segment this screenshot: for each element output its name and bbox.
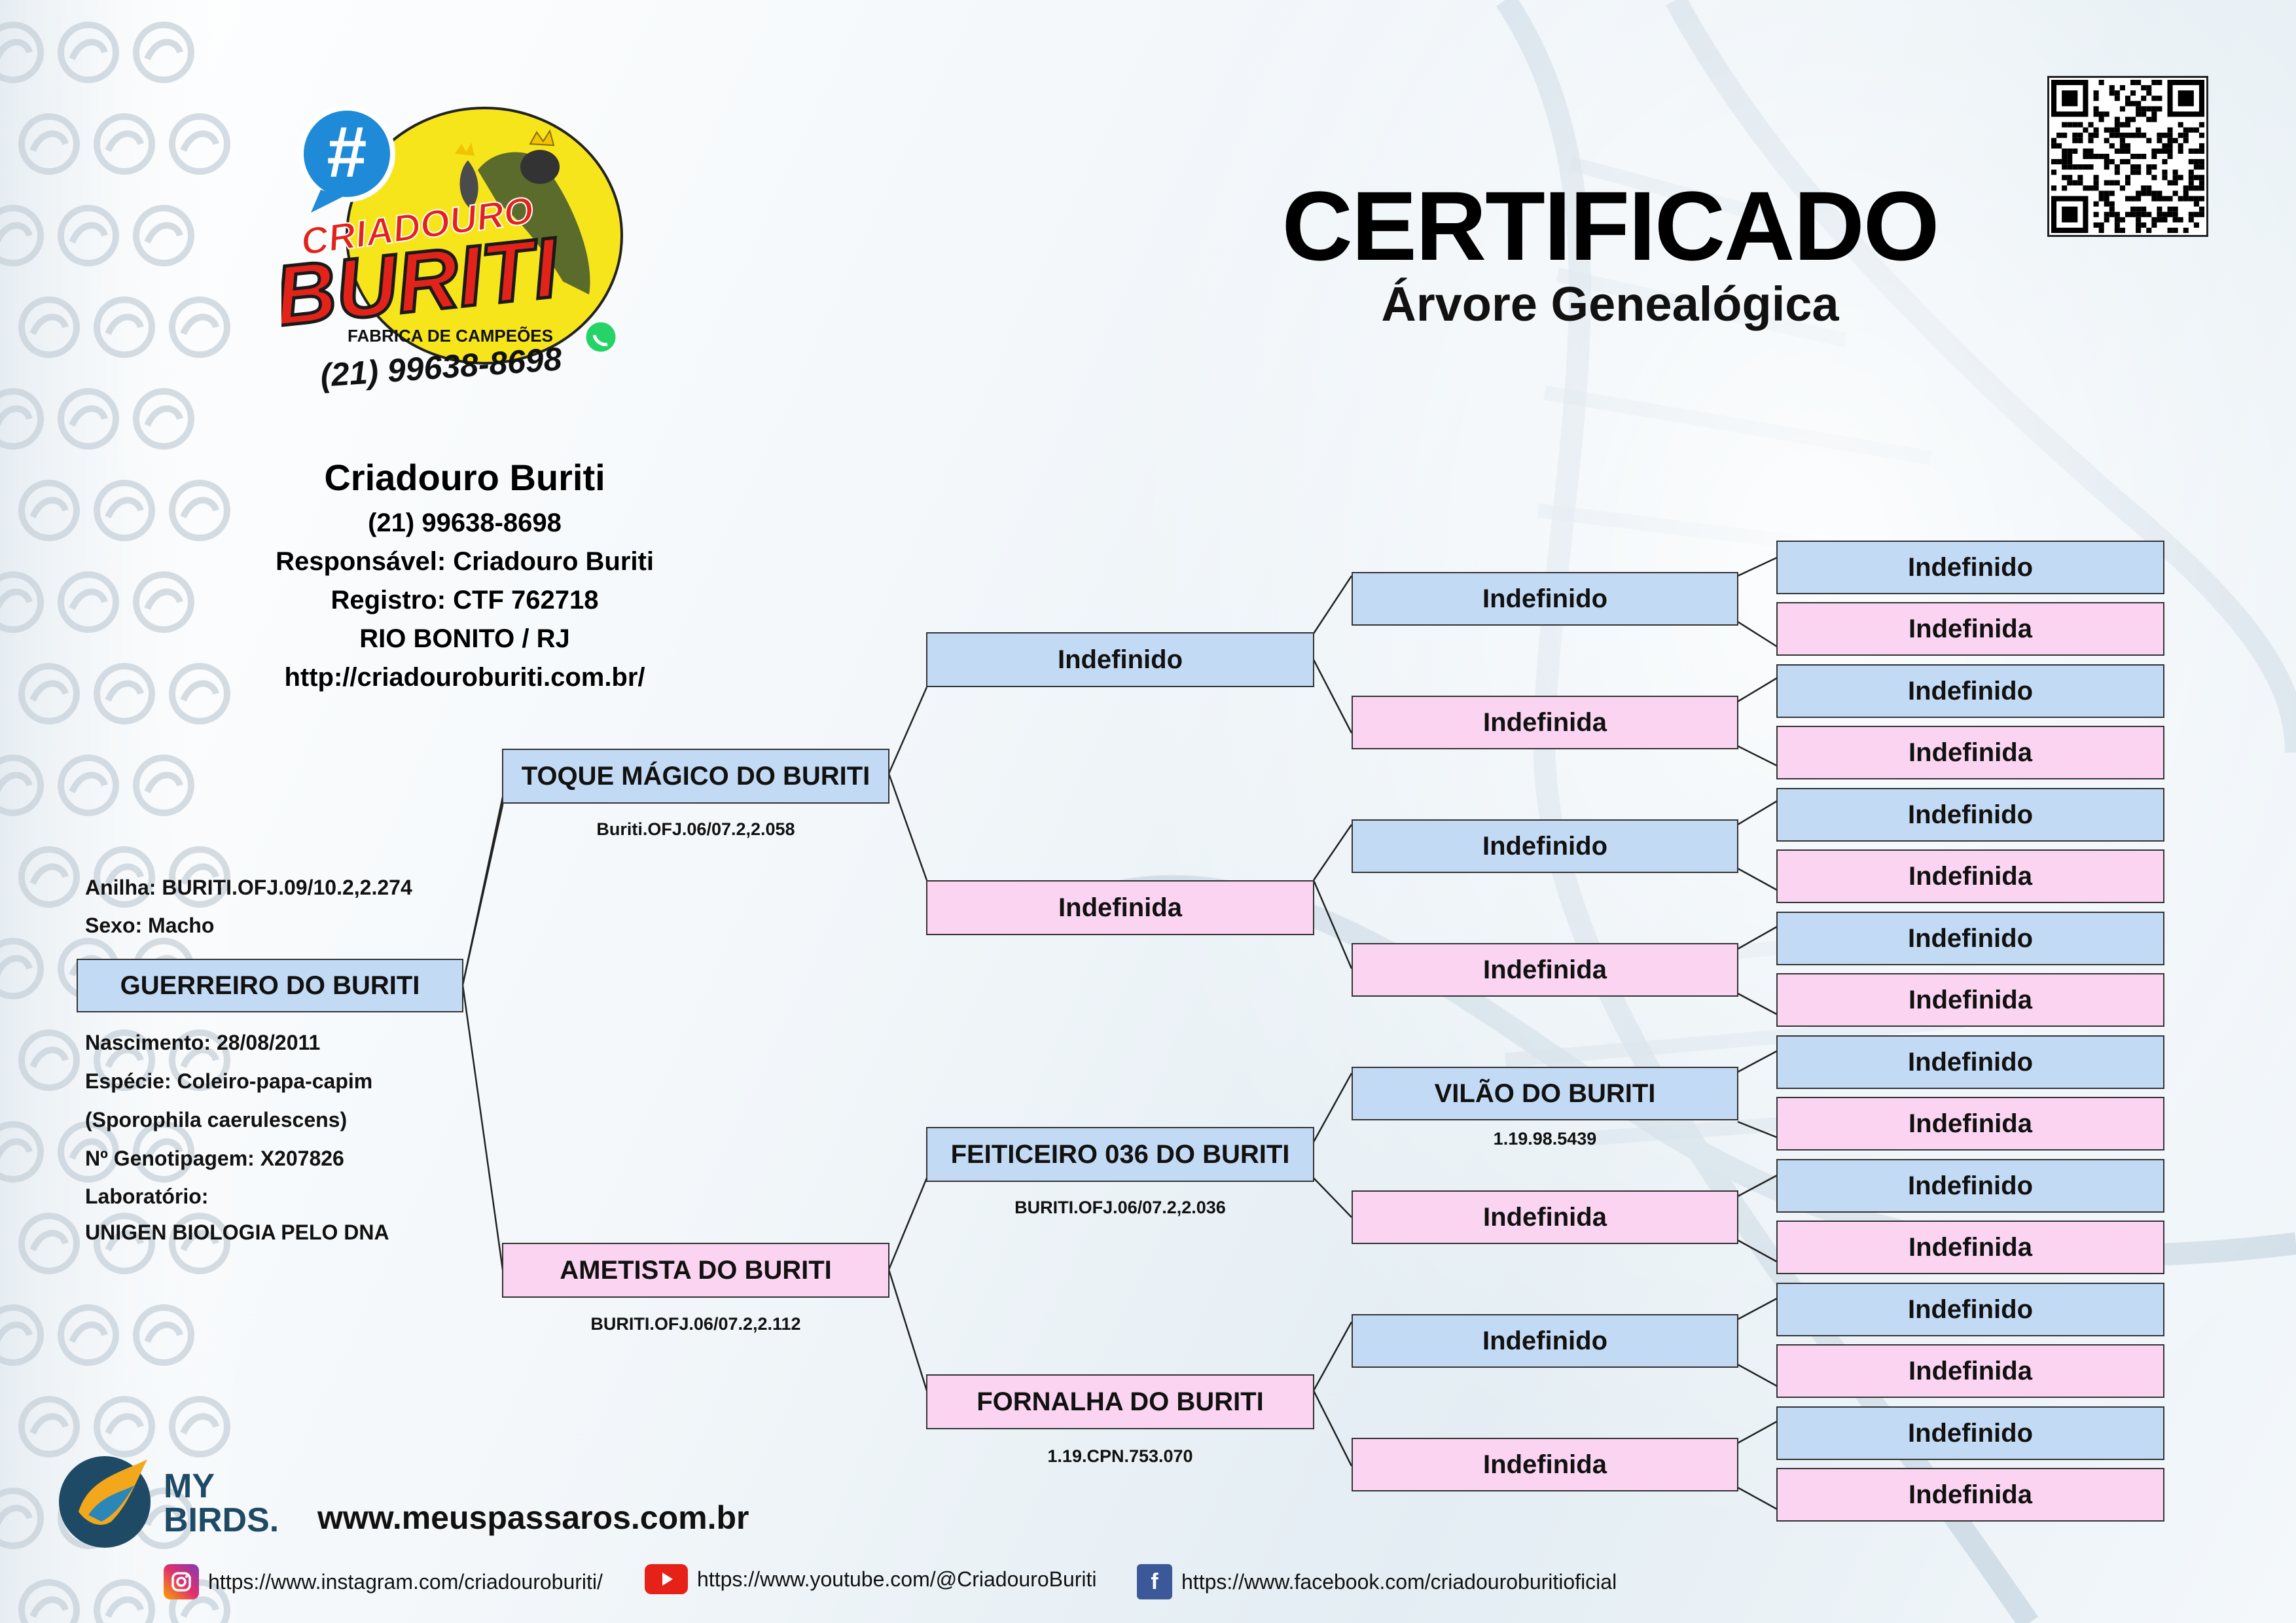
- bird-lab: UNIGEN BIOLOGIA PELO DNA: [85, 1221, 389, 1244]
- gggp-11-box[interactable]: Indefinido: [1776, 1159, 2164, 1213]
- breeder-responsible: Responsável: Criadouro Buriti: [276, 547, 654, 576]
- bird-species-scientific: (Sporophila caerulescens): [85, 1108, 348, 1132]
- parent-father-ring: Buriti.OFJ.06/07.2,2.058: [596, 819, 795, 839]
- gggp-15-box[interactable]: Indefinido: [1776, 1406, 2164, 1460]
- ggp-5-ring: 1.19.98.5439: [1493, 1129, 1597, 1149]
- gggp-13-box[interactable]: Indefinido: [1776, 1283, 2164, 1336]
- grandparent-4-ring: 1.19.CPN.753.070: [1047, 1446, 1193, 1466]
- instagram-link[interactable]: https://www.instagram.com/criadouroburit…: [164, 1564, 603, 1599]
- instagram-url: https://www.instagram.com/criadouroburit…: [208, 1569, 603, 1594]
- ggp-1-box[interactable]: Indefinido: [1352, 572, 1738, 626]
- parent-father-box[interactable]: TOQUE MÁGICO DO BURITI: [502, 749, 889, 804]
- gggp-6-box[interactable]: Indefinida: [1776, 849, 2164, 903]
- mybirds-logo: MY BIRDS.: [59, 1456, 279, 1548]
- logo-phone: (21) 99638-8698: [319, 340, 563, 394]
- whatsapp-icon: [584, 320, 618, 354]
- bird-lab-label: Laboratório:: [85, 1185, 209, 1208]
- gggp-8-box[interactable]: Indefinida: [1776, 973, 2164, 1027]
- grandparent-2-box[interactable]: Indefinida: [926, 880, 1314, 935]
- youtube-icon: [645, 1564, 688, 1594]
- facebook-url: https://www.facebook.com/criadouroburiti…: [1181, 1569, 1617, 1594]
- bird-species: Espécie: Coleiro-papa-capim: [85, 1069, 373, 1093]
- grandparent-4-box[interactable]: FORNALHA DO BURITI: [926, 1374, 1314, 1429]
- certificate-subtitle: Árvore Genealógica: [1381, 277, 1839, 331]
- ggp-2-box[interactable]: Indefinida: [1352, 696, 1738, 749]
- gggp-16-box[interactable]: Indefinida: [1776, 1468, 2164, 1522]
- youtube-url: https://www.youtube.com/@CriadouroBuriti: [697, 1567, 1097, 1591]
- breeder-city: RIO BONITO / RJ: [359, 624, 570, 653]
- bird-ring: Anilha: BURITI.OFJ.09/10.2,2.274: [85, 876, 412, 899]
- bird-birth: Nascimento: 28/08/2011: [85, 1031, 321, 1054]
- main-bird-box[interactable]: GUERREIRO DO BURITI: [77, 959, 463, 1012]
- gggp-1-box[interactable]: Indefinido: [1776, 541, 2164, 594]
- gggp-10-box[interactable]: Indefinida: [1776, 1097, 2164, 1150]
- gggp-4-box[interactable]: Indefinida: [1776, 726, 2164, 779]
- mybirds-brand-bottom: BIRDS.: [164, 1501, 279, 1539]
- bird-genotyping: Nº Genotipagem: X207826: [85, 1147, 344, 1170]
- parent-mother-ring: BURITI.OFJ.06/07.2,2.112: [590, 1314, 801, 1334]
- grandparent-3-box[interactable]: FEITICEIRO 036 DO BURITI: [926, 1127, 1314, 1182]
- gggp-2-box[interactable]: Indefinida: [1776, 602, 2164, 656]
- facebook-icon: f: [1137, 1564, 1172, 1599]
- qr-code[interactable]: [2047, 76, 2208, 237]
- ggp-8-box[interactable]: Indefinida: [1352, 1438, 1738, 1491]
- bird-icon: [455, 129, 590, 294]
- breeder-info: Criadouro Buriti (21) 99638-8698 Respons…: [170, 452, 759, 697]
- instagram-icon: [164, 1564, 199, 1599]
- breeder-name: Criadouro Buriti: [324, 457, 605, 498]
- ggp-6-box[interactable]: Indefinida: [1352, 1190, 1738, 1244]
- gggp-5-box[interactable]: Indefinido: [1776, 788, 2164, 842]
- gggp-14-box[interactable]: Indefinida: [1776, 1344, 2164, 1398]
- logo-hash: #: [327, 112, 367, 192]
- breeder-registry: Registro: CTF 762718: [331, 586, 599, 615]
- parent-mother-box[interactable]: AMETISTA DO BURITI: [502, 1243, 889, 1298]
- gggp-3-box[interactable]: Indefinido: [1776, 664, 2164, 718]
- facebook-link[interactable]: f https://www.facebook.com/criadouroburi…: [1137, 1564, 1617, 1599]
- ggp-5-box[interactable]: VILÃO DO BURITI: [1352, 1067, 1738, 1120]
- gggp-12-box[interactable]: Indefinida: [1776, 1221, 2164, 1274]
- grandparent-3-ring: BURITI.OFJ.06/07.2,2.036: [1014, 1198, 1226, 1217]
- bird-sex: Sexo: Macho: [85, 914, 215, 937]
- certificate-title: CERTIFICADO: [1282, 171, 1940, 281]
- breeder-website[interactable]: http://criadouroburiti.com.br/: [284, 663, 645, 692]
- ggp-4-box[interactable]: Indefinida: [1352, 943, 1738, 997]
- youtube-link[interactable]: https://www.youtube.com/@CriadouroBuriti: [645, 1564, 1097, 1594]
- criadouro-buriti-logo: # CRIADOURO BURITI FABRICA DE CAMPEÕES (…: [281, 105, 623, 394]
- ggp-7-box[interactable]: Indefinido: [1352, 1314, 1738, 1368]
- gggp-9-box[interactable]: Indefinido: [1776, 1035, 2164, 1089]
- breeder-phone: (21) 99638-8698: [368, 508, 562, 537]
- mybirds-brand-top: MY: [164, 1467, 215, 1505]
- logo-tagline: FABRICA DE CAMPEÕES: [348, 326, 553, 346]
- ggp-3-box[interactable]: Indefinido: [1352, 819, 1738, 873]
- grandparent-1-box[interactable]: Indefinido: [926, 632, 1314, 687]
- footer-website[interactable]: www.meuspassaros.com.br: [317, 1499, 749, 1536]
- gggp-7-box[interactable]: Indefinido: [1776, 912, 2164, 965]
